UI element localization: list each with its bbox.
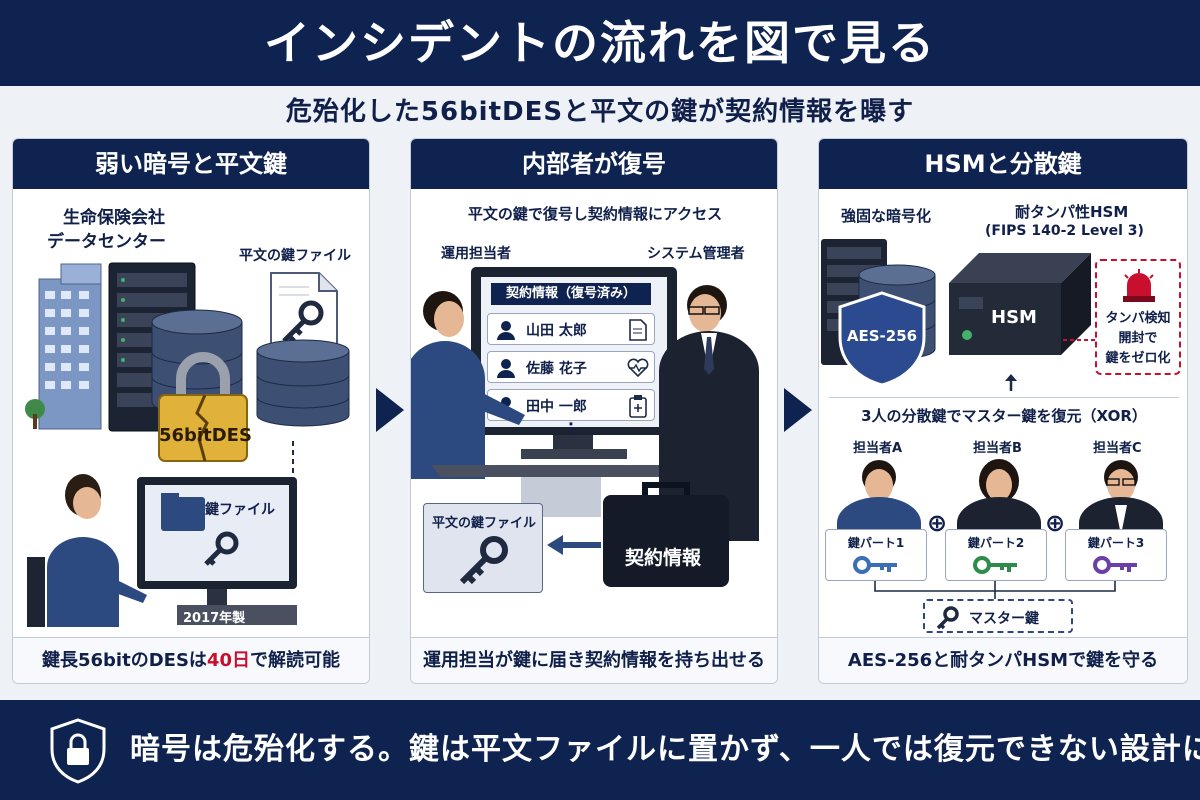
panel1-title: 弱い暗号と平文鍵 [13, 139, 369, 189]
key-part-1-label: 鍵パート1 [847, 536, 905, 550]
briefcase-icon [603, 482, 729, 587]
record-row: 山田 太郎 [487, 313, 655, 345]
record-name-1: 山田 太郎 [526, 323, 587, 339]
panel-hsm-split-key: HSMと分散鍵 強固な暗号化 耐タンパ性HSM (FIPS 140-2 Leve… [818, 138, 1188, 684]
broken-padlock-icon [158, 352, 248, 462]
page-title: インシデントの流れを図で見る [264, 16, 936, 70]
exfil-arrow [547, 535, 601, 555]
alarm-light-icon [1123, 269, 1155, 302]
heart-pulse-icon [627, 358, 649, 378]
panel1-footer: 鍵長56bitのDESは40日で解読可能 [13, 637, 369, 683]
screen-keyfile-label: 鍵ファイル [205, 502, 275, 518]
key-part-card-3: 鍵パート3 [1065, 529, 1167, 581]
hsm-title-line1: 耐タンパ性HSM [1015, 203, 1129, 221]
panel1-footer-highlight: 40日 [206, 650, 250, 671]
panel1-footer-post: で解読可能 [249, 650, 340, 671]
user-icon [497, 359, 515, 378]
tamper-line1: タンパ検知 [1105, 311, 1171, 326]
hsm-device-icon [949, 253, 1091, 355]
document-icon [629, 319, 647, 341]
panel-insider-decrypt: 内部者が復号 平文の鍵で復号し契約情報にアクセス 運用担当者 システム管理者 契… [410, 138, 778, 684]
split-key-caption: 3人の分散鍵でマスター鍵を復元（XOR） [861, 407, 1147, 425]
flow-arrow-2 [784, 388, 812, 432]
hsm-box-label: HSM [991, 307, 1037, 328]
panel3-divider [829, 397, 1179, 398]
decrypted-screen-title: 契約情報（復号済み） [491, 283, 651, 305]
record-name-3: 田中 一郎 [526, 399, 587, 415]
header-bar: インシデントの流れを図で見る [0, 0, 1200, 86]
panel-weak-encryption: 弱い暗号と平文鍵 生命保険会社 データセンター [12, 138, 370, 684]
key-blue-icon [853, 556, 897, 574]
panel3-title: HSMと分散鍵 [819, 139, 1187, 189]
master-key-box: マスター鍵 [923, 599, 1073, 633]
key-part-2-label: 鍵パート2 [967, 536, 1025, 550]
records-ellipsis: ⋮ [563, 419, 579, 438]
key-part-card-2: 鍵パート2 [945, 529, 1047, 581]
storage-disks-icon [256, 339, 350, 427]
combine-lines [874, 581, 1116, 601]
xor-symbol-1: ⊕ [927, 509, 948, 537]
worker-at-computer-icon [27, 474, 297, 627]
office-building-icon [25, 263, 102, 430]
footer-bar: 暗号は危殆化する。鍵は平文ファイルに置かず、一人では復元できない設計に。 [0, 700, 1200, 800]
shield-lock-icon [50, 718, 106, 784]
master-key-label: マスター鍵 [969, 611, 1039, 627]
keyfile-label: 平文の鍵ファイル [239, 248, 351, 264]
person-c-label: 担当者C [1093, 441, 1142, 456]
record-row: 佐藤 花子 [487, 351, 655, 383]
plaintext-keyfile-card: 平文の鍵ファイル [423, 503, 543, 593]
strong-encryption-label: 強固な暗号化 [841, 207, 932, 225]
up-arrow-icon [1005, 374, 1017, 391]
datacenter-label-line1: 生命保険会社 [63, 208, 165, 228]
operator-label: 運用担当者 [441, 246, 511, 262]
tamper-detection-box: タンパ検知 開封で 鍵をゼロ化 [1095, 259, 1181, 375]
user-icon [497, 321, 515, 340]
panel2-caption: 平文の鍵で復号し契約情報にアクセス [467, 205, 723, 223]
key-purple-icon [1093, 556, 1137, 574]
key-icon [459, 536, 508, 585]
briefcase-label: 契約情報 [625, 547, 702, 569]
year-label: 2017年製 [183, 611, 246, 626]
record-name-2: 佐藤 花子 [526, 361, 587, 377]
person-b-label: 担当者B [973, 441, 1022, 456]
key-part-3-label: 鍵パート3 [1087, 536, 1145, 550]
xor-symbol-2: ⊕ [1045, 509, 1066, 537]
panel2-footer: 運用担当が鍵に届き契約情報を持ち出せる [411, 637, 777, 683]
footer-message: 暗号は危殆化する。鍵は平文ファイルに置かず、一人では復元できない設計に。 [130, 732, 1200, 767]
aes-shield-label: AES-256 [846, 327, 918, 345]
datacenter-label-line2: データセンター [47, 232, 166, 252]
key-green-icon [973, 556, 1017, 574]
tamper-line3: 鍵をゼロ化 [1105, 351, 1171, 366]
tamper-link [1063, 339, 1097, 341]
operator-person-icon [411, 291, 525, 479]
key-part-card-1: 鍵パート1 [825, 529, 927, 581]
admin-label: システム管理者 [647, 246, 745, 262]
aes-shield-icon [838, 291, 926, 387]
panel1-footer-pre: 鍵長56bitのDESは [42, 650, 207, 671]
tamper-line2: 開封で [1118, 331, 1158, 346]
person-a-label: 担当者A [853, 441, 903, 456]
panel2-title: 内部者が復号 [411, 139, 777, 189]
key-file-icon [270, 272, 338, 354]
keyfile-card-label: 平文の鍵ファイル [432, 516, 537, 531]
panel3-footer: AES-256と耐タンパHSMで鍵を守る [819, 637, 1187, 683]
master-key-icon [936, 606, 959, 630]
page-subtitle: 危殆化した56bitDESと平文の鍵が契約情報を曝す [285, 97, 915, 127]
hsm-title-line2: (FIPS 140-2 Level 3) [985, 223, 1144, 239]
lock-des-label: 56bitDES [159, 425, 252, 446]
flow-arrow-1 [376, 388, 404, 432]
clipboard-icon [629, 395, 647, 418]
